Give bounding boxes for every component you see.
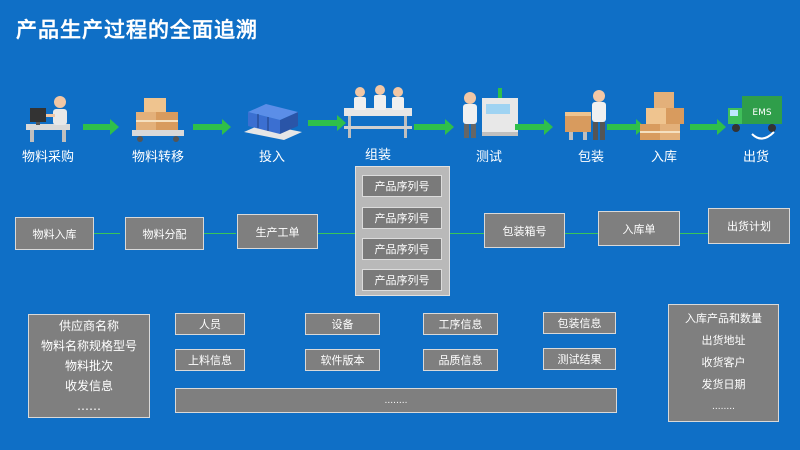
stage-input: 投入 xyxy=(232,92,312,165)
stage-material-purchase: 物料采购 xyxy=(8,92,88,165)
test-result-box: 测试结果 xyxy=(543,348,616,370)
inbound-slip-box: 入库单 xyxy=(598,211,680,246)
test-station-icon xyxy=(463,88,518,138)
info-line: 物料批次 xyxy=(64,359,113,373)
packing-info-box: 包装信息 xyxy=(543,312,616,334)
shipping-info-box: 入库产品和数量 出货地址 收货客户 发货日期 ........ xyxy=(668,304,779,422)
flow-arrow xyxy=(414,119,454,135)
stage-label: 包装 xyxy=(577,150,604,165)
more-info-bar: ........ xyxy=(175,388,617,413)
loading-info-box: 上料信息 xyxy=(175,349,245,371)
pack-box-number-box: 包装箱号 xyxy=(484,213,565,248)
info-line: 出货地址 xyxy=(701,334,746,347)
stage-test: 测试 xyxy=(449,84,529,165)
stage-label: 入库 xyxy=(650,150,677,165)
worker-at-computer-icon xyxy=(26,96,70,142)
stage-label: 物料采购 xyxy=(21,150,74,165)
flow-arrow xyxy=(193,119,231,135)
info-line: ........ xyxy=(712,402,735,412)
stage-label: 投入 xyxy=(258,150,285,165)
flow-arrow xyxy=(515,119,553,135)
work-order-box: 生产工单 xyxy=(237,214,318,249)
assembly-line-icon xyxy=(344,85,412,138)
material-inbound-box: 物料入库 xyxy=(15,217,94,250)
material-distribution-box: 物料分配 xyxy=(125,217,204,250)
flow-arrow xyxy=(83,119,119,135)
serial-number-item: 产品序列号 xyxy=(362,269,442,291)
stage-shipment: EMS 出货 xyxy=(716,90,796,165)
serial-number-item: 产品序列号 xyxy=(362,175,442,197)
serial-number-item: 产品序列号 xyxy=(362,238,442,260)
quality-info-box: 品质信息 xyxy=(423,349,498,371)
personnel-box: 人员 xyxy=(175,313,245,335)
flow-arrow xyxy=(308,115,346,131)
crates-on-pallet-icon xyxy=(244,104,302,140)
info-line: 供应商名称 xyxy=(58,319,119,333)
stage-label: 组装 xyxy=(364,148,391,163)
connector-line xyxy=(90,233,120,234)
stacked-boxes-icon xyxy=(640,92,684,140)
stage-label: 出货 xyxy=(742,150,769,165)
connector-line xyxy=(680,233,708,234)
info-line: 收发信息 xyxy=(64,379,113,393)
packing-worker-icon xyxy=(565,90,606,140)
shipping-plan-box: 出货计划 xyxy=(708,208,790,244)
stage-assembly: 组装 xyxy=(338,80,418,163)
svg-text:EMS: EMS xyxy=(752,108,771,118)
page-title: 产品生产过程的全面追溯 xyxy=(16,18,258,42)
stage-packing: 包装 xyxy=(551,88,631,165)
info-line: 物料名称规格型号 xyxy=(40,339,137,353)
info-line: 发货日期 xyxy=(701,378,746,391)
serial-number-item: 产品序列号 xyxy=(362,207,442,229)
connector-line xyxy=(564,233,598,234)
ems-truck-icon: EMS xyxy=(728,96,782,140)
stage-label: 物料转移 xyxy=(131,150,184,165)
info-line: …… xyxy=(77,399,101,413)
stage-material-transfer: 物料转移 xyxy=(118,92,198,165)
connector-line xyxy=(450,233,484,234)
serial-number-panel: 产品序列号 产品序列号 产品序列号 产品序列号 xyxy=(355,166,450,296)
stage-warehouse-in: 入库 xyxy=(624,86,704,165)
connector-line xyxy=(202,233,236,234)
process-info-box: 工序信息 xyxy=(423,313,498,335)
info-line: 入库产品和数量 xyxy=(685,312,762,325)
supplier-info-box: 供应商名称 物料名称规格型号 物料批次 收发信息 …… xyxy=(28,314,150,418)
software-version-box: 软件版本 xyxy=(305,349,380,371)
equipment-box: 设备 xyxy=(305,313,380,335)
stage-label: 测试 xyxy=(475,150,502,165)
flow-arrow xyxy=(690,119,726,135)
connector-line xyxy=(318,233,355,234)
info-line: 收货客户 xyxy=(701,356,746,369)
boxes-on-cart-icon xyxy=(132,98,184,142)
